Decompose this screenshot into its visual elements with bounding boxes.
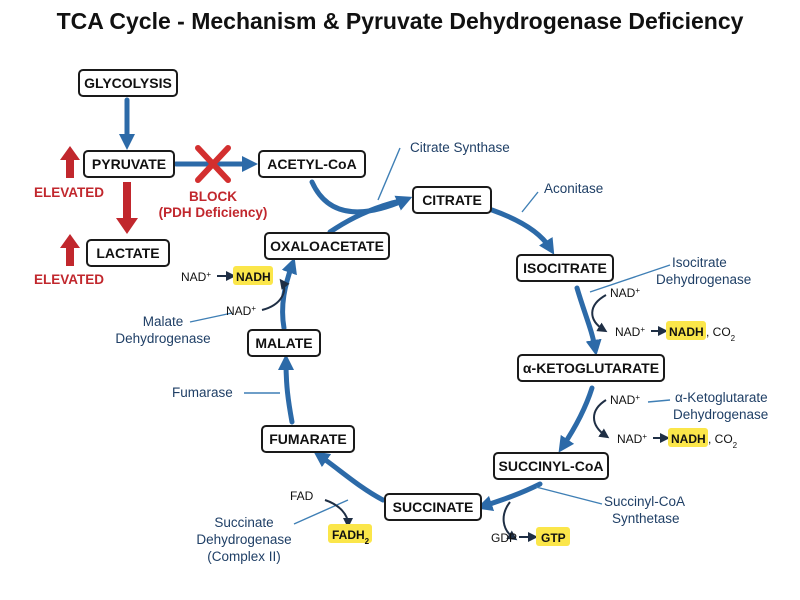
svg-text:, CO2: , CO2: [708, 432, 738, 450]
svg-text:FAD: FAD: [290, 489, 314, 503]
leader-succinyl-coa-syn: [535, 486, 603, 505]
svg-text:NADH: NADH: [236, 270, 271, 284]
svg-text:NADH: NADH: [671, 432, 706, 446]
svg-text:, CO2: , CO2: [706, 325, 736, 343]
block-x-icon: [195, 145, 231, 183]
svg-text:NADH: NADH: [669, 325, 704, 339]
enzyme-akg-dh-line2: Dehydrogenase: [673, 407, 768, 422]
pdh-deficiency-label: (PDH Deficiency): [159, 205, 268, 220]
node-glycolysis: GLYCOLYSIS: [78, 69, 178, 97]
leader-isocitrate-dh: [589, 264, 671, 293]
svg-text:ISOCITRATE: ISOCITRATE: [523, 260, 607, 276]
cofactor-isocitrate-dh: NAD+ NAD+ NADH , CO2: [591, 286, 736, 343]
arrow-acetyl-coa-to-citrate: [309, 179, 413, 215]
elevated-arrow-lactate: [60, 234, 80, 266]
svg-text:OXALOACETATE: OXALOACETATE: [270, 238, 384, 254]
block-label: BLOCK: [189, 189, 237, 204]
arrow-isocitrate-to-akg: [574, 285, 602, 356]
svg-text:SUCCINYL-CoA: SUCCINYL-CoA: [499, 458, 604, 474]
node-fumarate: FUMARATE: [261, 425, 355, 453]
enzyme-isocitrate-dh-line2: Dehydrogenase: [656, 272, 751, 287]
svg-text:NAD+: NAD+: [181, 270, 211, 285]
arrow-pyruvate-to-lactate: [116, 182, 138, 234]
cofactor-succinate-dh: FAD FADH2: [290, 489, 372, 546]
enzyme-aconitase: Aconitase: [544, 181, 603, 196]
arrow-citrate-to-isocitrate: [489, 207, 555, 255]
arrow-succinate-to-fumarate: [313, 451, 386, 503]
node-isocitrate: ISOCITRATE: [516, 254, 614, 282]
node-lactate: LACTATE: [86, 239, 170, 267]
enzyme-malate-dh-line2: Dehydrogenase: [115, 331, 210, 346]
node-citrate: CITRATE: [412, 186, 492, 214]
elevated-label-lactate: ELEVATED: [34, 272, 104, 287]
arrow-oxaloacetate-to-citrate: [327, 197, 408, 235]
leader-aconitase: [521, 191, 539, 213]
svg-text:NAD+: NAD+: [617, 432, 647, 447]
svg-text:MALATE: MALATE: [255, 335, 312, 351]
node-oxaloacetate: OXALOACETATE: [264, 232, 390, 260]
enzyme-malate-dh-line1: Malate: [143, 314, 184, 329]
svg-text:GDP: GDP: [491, 531, 517, 545]
svg-text:NAD+: NAD+: [610, 286, 640, 301]
svg-text:NAD+: NAD+: [615, 325, 645, 340]
svg-text:FUMARATE: FUMARATE: [269, 431, 347, 447]
elevated-arrow-pyruvate: [60, 146, 80, 178]
cofactor-akg-dh: NAD+ NAD+ NADH , CO2: [593, 393, 738, 450]
leader-malate-dh: [189, 312, 233, 323]
svg-text:α-KETOGLUTARATE: α-KETOGLUTARATE: [523, 360, 659, 376]
enzyme-succinate-dh-line3: (Complex II): [207, 549, 281, 564]
enzyme-isocitrate-dh-line1: Isocitrate: [672, 255, 727, 270]
svg-text:FADH2: FADH2: [332, 528, 370, 546]
node-succinate: SUCCINATE: [384, 493, 482, 521]
svg-text:NAD+: NAD+: [610, 393, 640, 408]
node-alpha-ketoglutarate: α-KETOGLUTARATE: [517, 354, 665, 382]
enzyme-akg-dh-line1: α-Ketoglutarate: [675, 390, 768, 405]
arrow-succinyl-coa-to-succinate: [476, 481, 543, 512]
page-title: TCA Cycle - Mechanism & Pyruvate Dehydro…: [56, 8, 744, 34]
svg-text:PYRUVATE: PYRUVATE: [92, 156, 166, 172]
arrow-malate-to-oxaloacetate: [280, 257, 297, 331]
enzyme-succinyl-coa-syn-line1: Succinyl-CoA: [604, 494, 685, 509]
svg-text:GTP: GTP: [541, 531, 566, 545]
node-pyruvate: PYRUVATE: [83, 150, 175, 178]
enzyme-fumarase: Fumarase: [172, 385, 233, 400]
svg-text:SUCCINATE: SUCCINATE: [393, 499, 474, 515]
svg-text:GLYCOLYSIS: GLYCOLYSIS: [84, 75, 172, 91]
arrow-akg-to-succinyl-coa: [558, 385, 595, 453]
enzyme-succinate-dh-line2: Dehydrogenase: [196, 532, 291, 547]
enzyme-citrate-synthase: Citrate Synthase: [410, 140, 510, 155]
leader-akg-dh: [647, 399, 671, 403]
node-succinyl-coa: SUCCINYL-CoA: [493, 452, 609, 480]
svg-text:NAD+: NAD+: [226, 304, 256, 319]
arrow-fumarate-to-malate: [278, 353, 295, 425]
svg-text:ACETYL-CoA: ACETYL-CoA: [267, 156, 356, 172]
enzyme-succinyl-coa-syn-line2: Synthetase: [612, 511, 680, 526]
svg-text:LACTATE: LACTATE: [96, 245, 159, 261]
node-malate: MALATE: [247, 329, 321, 357]
leader-succinate-dh: [293, 499, 349, 525]
enzyme-succinate-dh-line1: Succinate: [214, 515, 273, 530]
cofactor-succinyl-coa-syn: GDP GTP: [491, 501, 570, 546]
leader-citrate-synthase: [377, 147, 401, 201]
node-acetyl-coa: ACETYL-CoA: [258, 150, 366, 178]
cofactor-malate-dh: NAD+ NADH NAD+: [181, 266, 290, 319]
svg-text:CITRATE: CITRATE: [422, 192, 482, 208]
elevated-label-pyruvate: ELEVATED: [34, 185, 104, 200]
